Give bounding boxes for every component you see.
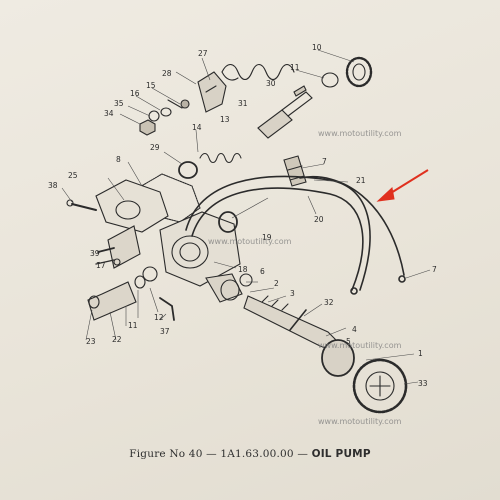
svg-text:www.motoutility.com: www.motoutility.com [318,341,402,350]
svg-text:29: 29 [150,143,160,152]
watermark-text: www.motoutility.com www.motoutility.com … [208,129,402,426]
leader-lines [61,49,431,385]
svg-text:13: 13 [220,115,230,124]
part-19-39-screws [95,247,121,266]
svg-text:20: 20 [314,215,324,224]
part-12-washer [321,72,339,88]
part-1-drive-gear [321,339,408,414]
svg-text:22: 22 [112,335,122,344]
svg-text:16: 16 [130,89,140,98]
svg-text:www.motoutility.com: www.motoutility.com [318,417,402,426]
part-22-23-oil-pipes [185,175,406,295]
svg-text:3: 3 [290,289,295,298]
svg-text:7: 7 [322,157,327,166]
svg-text:21: 21 [356,176,366,185]
part-37-bolt [66,199,97,211]
part-16-bearing [178,161,198,179]
svg-text:35: 35 [114,99,124,108]
svg-text:15: 15 [146,81,156,90]
part-33-pin [289,309,307,331]
svg-text:33: 33 [418,379,428,388]
svg-text:31: 31 [238,99,248,108]
svg-text:39: 39 [90,249,100,258]
caption-prefix: Figure No 40 — 1A1.63.00.00 — [129,448,309,460]
svg-text:14: 14 [192,123,202,132]
callout-numbers: 27 10 11 28 30 15 16 35 34 31 14 13 29 8… [48,43,437,388]
caption-title: OIL PUMP [311,448,371,460]
part-11-gear [345,56,373,88]
part-24-assembly [87,266,158,321]
svg-text:7: 7 [432,265,437,274]
svg-text:19: 19 [262,233,272,242]
svg-text:18: 18 [238,265,248,274]
svg-text:27: 27 [198,49,208,58]
part-34-35-nuts [139,110,160,136]
part-15-spring [199,152,242,164]
part-29-cap [197,71,227,113]
svg-text:4: 4 [352,325,357,334]
part-7-fitting [283,155,307,187]
part-21-bearing [218,211,238,233]
svg-text:12: 12 [154,313,164,322]
svg-text:11: 11 [290,63,300,72]
svg-text:37: 37 [160,327,170,336]
svg-text:28: 28 [162,69,172,78]
svg-text:www.motoutility.com: www.motoutility.com [318,129,402,138]
svg-text:11: 11 [128,321,138,330]
part-20-pump-body [159,211,243,303]
part-17-18-pins [160,99,190,117]
svg-text:5: 5 [346,337,351,346]
part-31-pin [293,85,307,97]
svg-text:34: 34 [104,109,114,118]
red-pointer-arrow [376,169,429,202]
part-28-large-spring [221,63,295,81]
part-5-6-washers [220,273,253,301]
svg-text:23: 23 [86,337,96,346]
svg-text:17: 17 [96,261,106,270]
svg-text:38: 38 [48,181,58,190]
svg-text:6: 6 [260,267,265,276]
part-38-bolt [159,297,175,321]
svg-text:1: 1 [418,349,423,358]
svg-text:25: 25 [68,171,78,180]
svg-text:8: 8 [116,155,121,164]
svg-text:10: 10 [312,43,322,52]
part-27-cover [95,179,169,269]
svg-text:32: 32 [324,298,334,307]
figure-caption: Figure No 40 — 1A1.63.00.00 — OIL PUMP [0,448,500,460]
part-32-piston [257,91,313,139]
svg-text:2: 2 [274,279,279,288]
svg-text:www.motoutility.com: www.motoutility.com [208,237,292,246]
svg-text:30: 30 [266,79,276,88]
